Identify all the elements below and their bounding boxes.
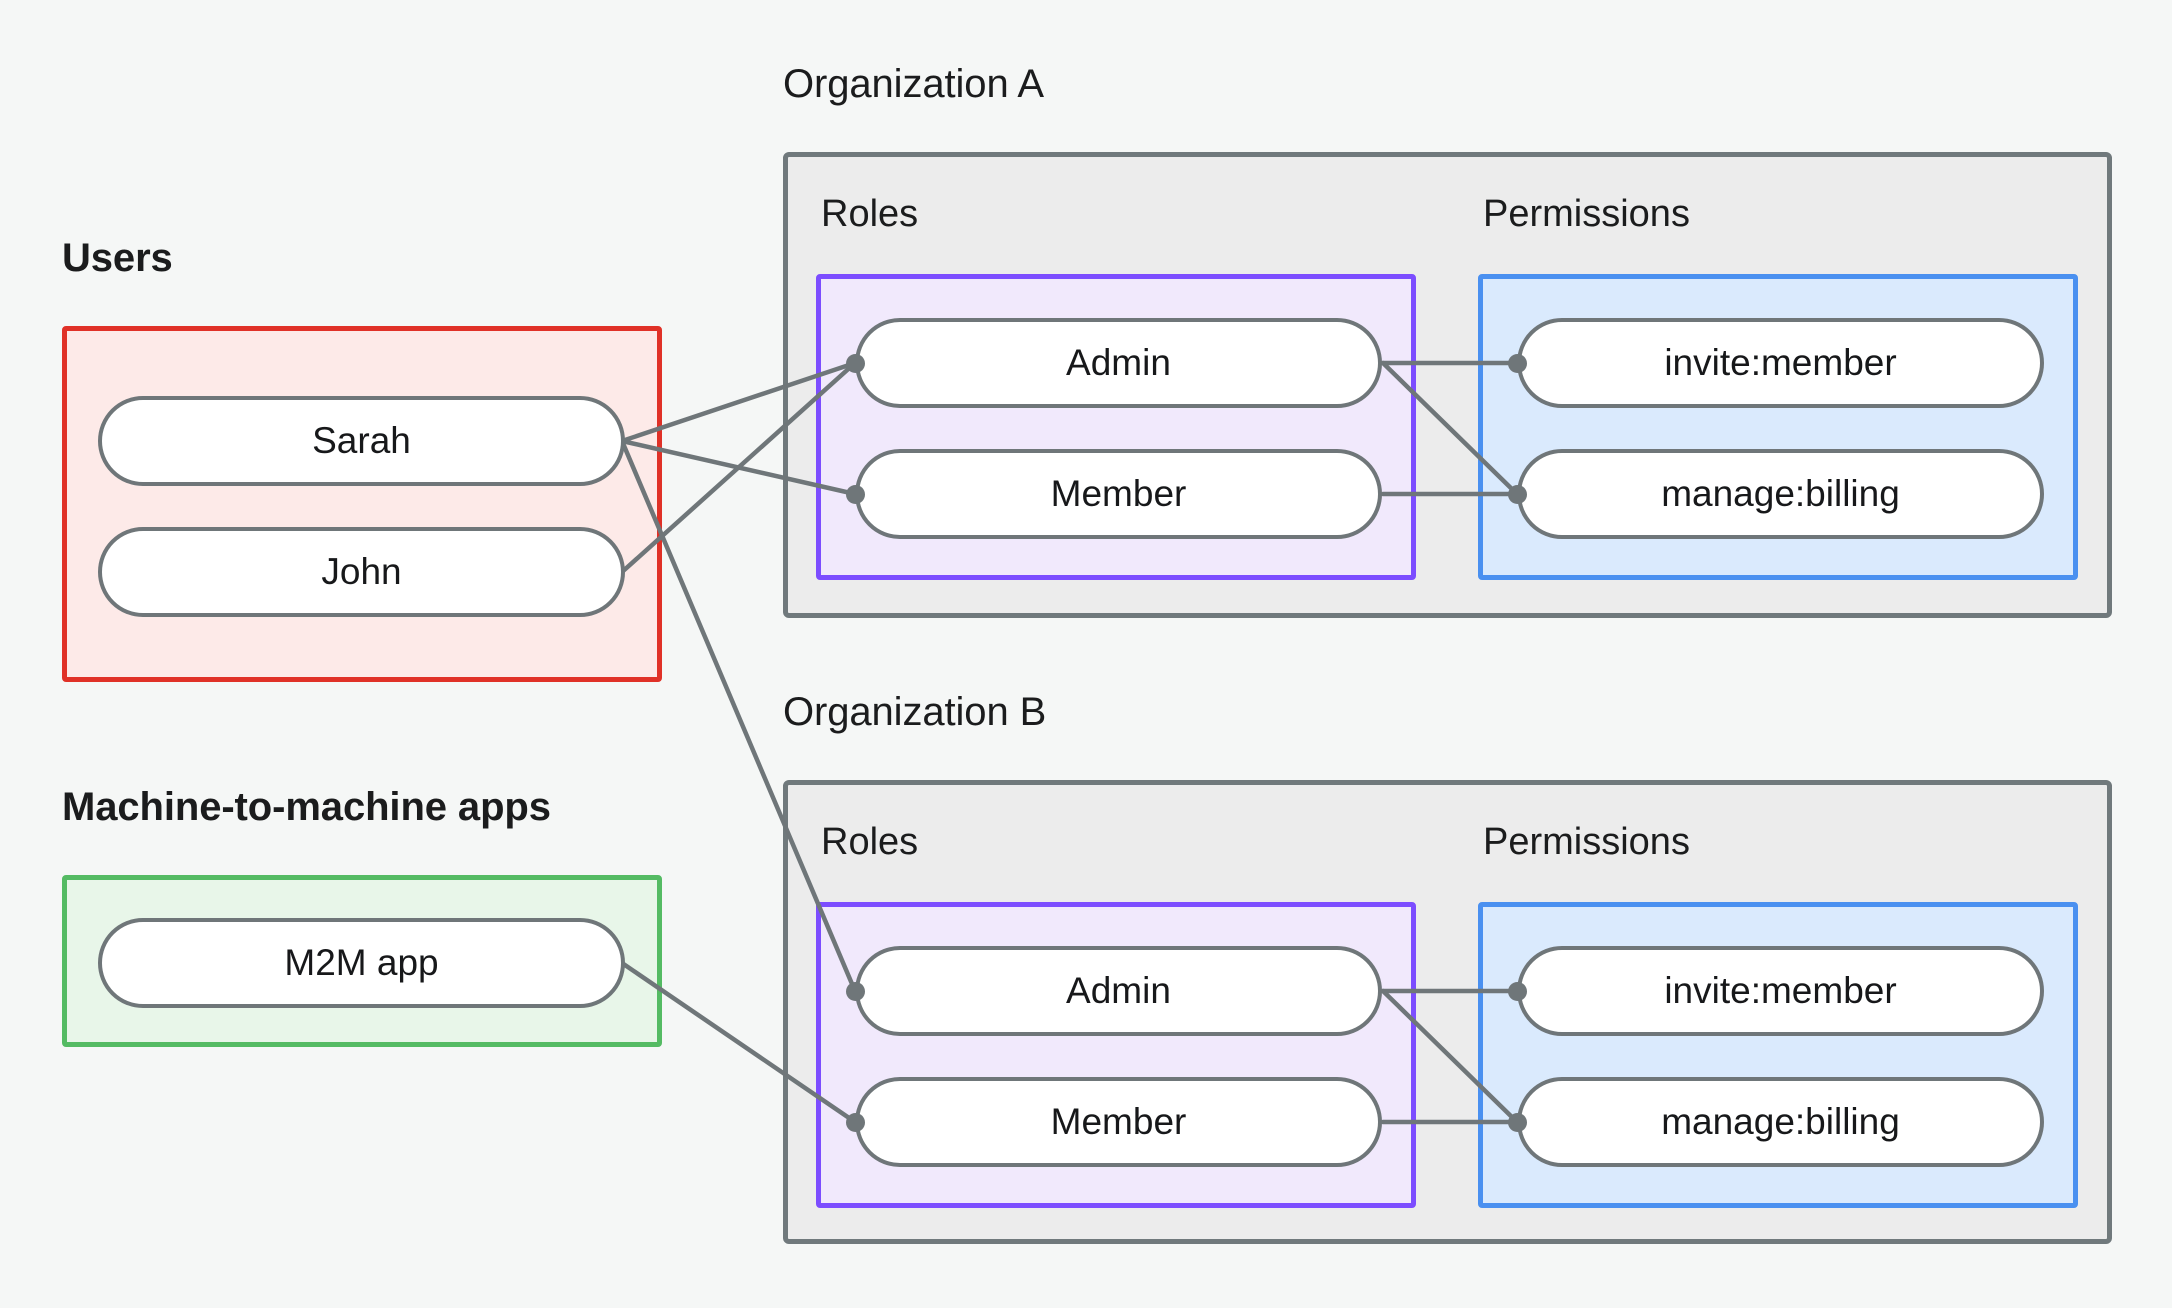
org-b-permission-node-invite-member[interactable]: invite:member [1517,946,2044,1036]
org-b-caption: Organization B [783,690,1047,734]
user-node-john[interactable]: John [98,527,625,617]
org-a-role-node-member[interactable]: Member [855,449,1382,539]
anchor-dot-org-a-invite-left [1508,354,1527,373]
anchor-dot-org-a-billing-left [1508,485,1527,504]
org-b-permission-node-manage-billing[interactable]: manage:billing [1517,1077,2044,1167]
users-group [62,326,662,682]
anchor-dot-org-a-member-left [846,485,865,504]
m2m-node-app[interactable]: M2M app [98,918,625,1008]
user-node-sarah[interactable]: Sarah [98,396,625,486]
org-b-role-node-member[interactable]: Member [855,1077,1382,1167]
org-a-permissions-caption: Permissions [1483,193,1690,235]
anchor-dot-org-b-invite-left [1508,982,1527,1001]
anchor-dot-org-b-billing-left [1508,1113,1527,1132]
m2m-caption: Machine-to-machine apps [62,785,551,829]
anchor-dot-org-b-admin-left [846,982,865,1001]
anchor-dot-org-a-admin-left [846,354,865,373]
anchor-dot-org-b-member-left [846,1113,865,1132]
org-a-permission-node-manage-billing[interactable]: manage:billing [1517,449,2044,539]
org-a-permission-node-invite-member[interactable]: invite:member [1517,318,2044,408]
org-a-role-node-admin[interactable]: Admin [855,318,1382,408]
org-b-roles-caption: Roles [821,821,919,863]
org-a-caption: Organization A [783,62,1044,106]
org-a-roles-caption: Roles [821,193,919,235]
org-b-permissions-caption: Permissions [1483,821,1690,863]
users-caption: Users [62,236,173,280]
org-b-role-node-admin[interactable]: Admin [855,946,1382,1036]
